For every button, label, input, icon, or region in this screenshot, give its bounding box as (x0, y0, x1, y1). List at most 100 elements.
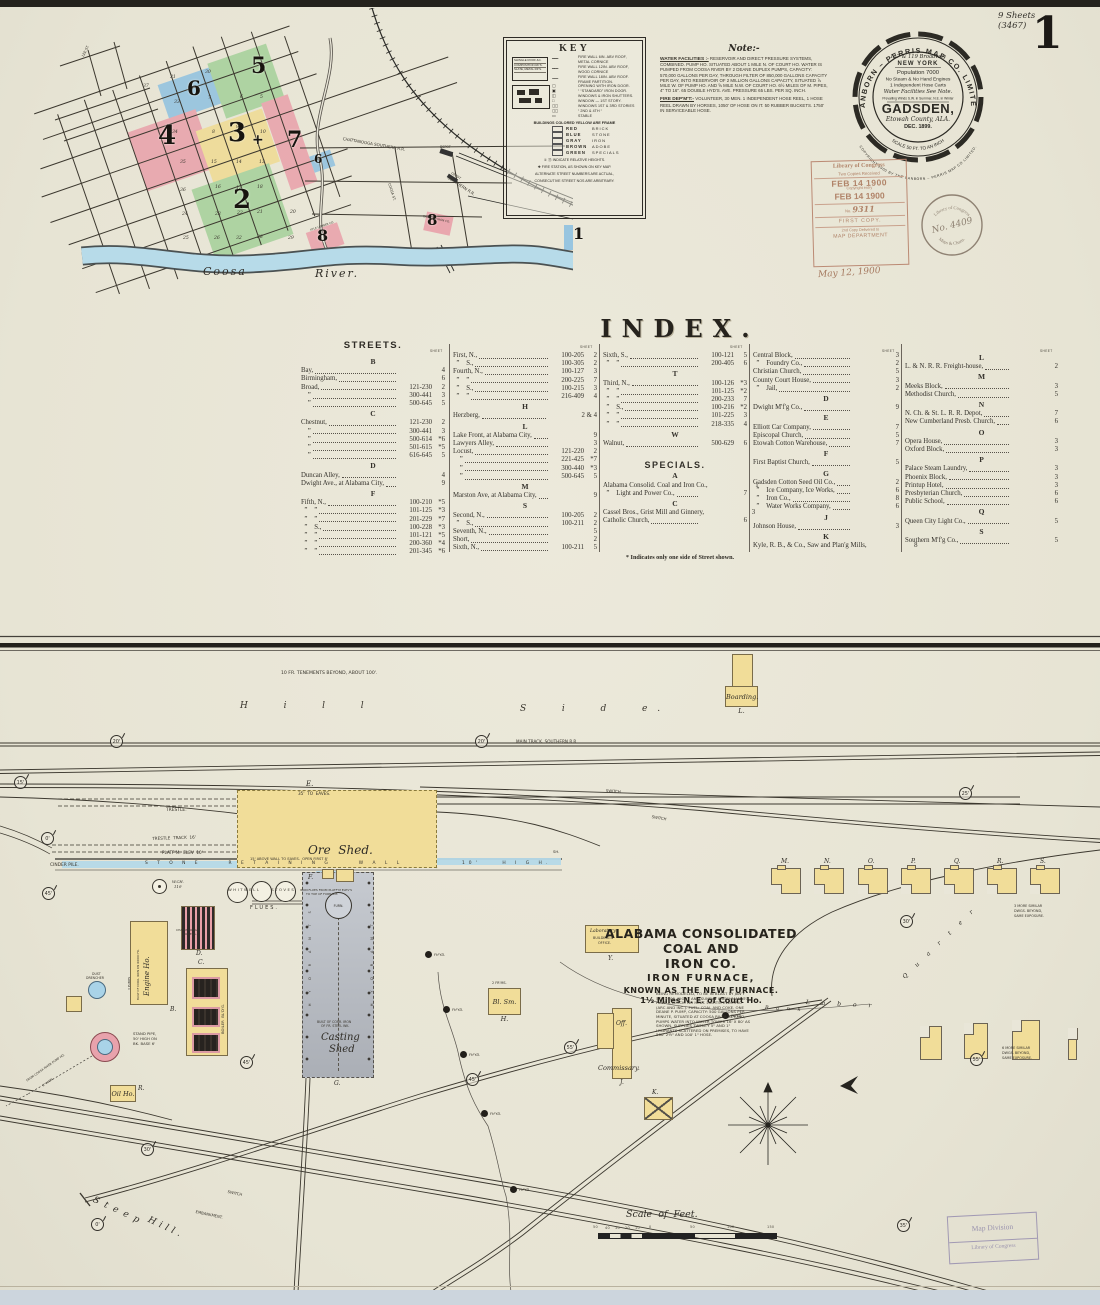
stamp-scale-text: SCALE 50 FT. TO AN INCH (891, 138, 945, 151)
stamp-date: DEC. 1899. (904, 124, 932, 130)
scale-tick: 30 (615, 1226, 620, 1230)
building (227, 882, 248, 903)
map-label: FLUES. (250, 905, 279, 911)
key-legend-row: ━━━ FIRE WALL 6IN. ABV ROOF, METAL CORNI… (552, 55, 627, 64)
map-division-stamp: Map Division Library of Congress (946, 1211, 1040, 1265)
block-number: 20 (290, 210, 296, 215)
map-label: R. (138, 1085, 145, 1092)
index-entry: C (370, 409, 376, 419)
index-entry: Short, 2 (453, 536, 597, 544)
library-line: Library of Congress (949, 1237, 1038, 1253)
block-number: 13 (259, 160, 265, 165)
index-entry: ” Light and Power Co., 7 (603, 489, 747, 497)
legend-symbol-icon: ▢ (552, 83, 556, 89)
building: Bl. Sm. H. (488, 988, 521, 1023)
index-entry: Palace Steam Laundry, 3 (905, 465, 1058, 473)
dwelling: P. (901, 858, 931, 894)
key-roof-swatches: SHINGLE ROOF &C.COMPOSITION RF'S.SLATE, … (512, 57, 548, 81)
index-entry: Printup Hotel, 3 (905, 481, 1058, 489)
stamp-winds: Prevailing Winds S.W. in Summer, N.E. in… (882, 97, 954, 101)
index-column-divider (749, 344, 750, 552)
map-label: H i l l (240, 701, 374, 711)
key-legend-row: ┅┅┅ FIRE WALL 18IN. ABV ROOF. FRAME PART… (552, 74, 629, 84)
index-entry: M (521, 482, 529, 492)
key-legend-row: ▭ STABLE (552, 112, 593, 118)
building (275, 881, 296, 902)
index-entry: W (671, 429, 679, 439)
map-label: PLATF'M. ELEV 10' (162, 850, 203, 855)
index-entry: ” Water Works Company, 6 (753, 503, 899, 511)
keymap-sheet-number: + (252, 132, 264, 148)
fire-hydrant: FH'YD. (460, 1051, 480, 1058)
fire-hydrant: FH'YD. (481, 1110, 501, 1117)
block-number: 16 (215, 185, 221, 190)
block-number: 24 (182, 212, 188, 217)
index-entry: S (979, 526, 984, 536)
stamp-town: GADSDEN, (882, 101, 955, 116)
block-number: 6 (240, 95, 243, 100)
block-number: 29 (288, 236, 294, 241)
block-number: 28 (257, 235, 263, 240)
building (90, 1032, 120, 1062)
block-number: 31 (170, 75, 176, 80)
sheets-count: 9 Sheets (998, 11, 1036, 21)
roof-swatch-label: SLATE, METAL RF'S. (514, 68, 546, 73)
map-label: 10' H I G H. (462, 861, 552, 866)
dwelling: O. (858, 858, 888, 894)
sheets-count-note: 9 Sheets (3467) (998, 11, 1035, 31)
keymap-label: DEPOT (440, 145, 451, 149)
map-label: 6 MORE SIMILAR (1002, 1046, 1031, 1050)
map-label: S i d e. (520, 704, 671, 714)
index-entry: County Court House, 3 (753, 376, 899, 384)
legend-symbol-icon: ━━━ (552, 56, 558, 62)
keymap-label: Coosa (203, 265, 247, 278)
legend-symbol-icon: □ (552, 98, 554, 104)
map-label: 50' HIGH ON (133, 1036, 157, 1041)
sheet-column-label: SHEET (730, 345, 743, 349)
height-marker: 20' (110, 735, 123, 748)
height-marker: 30' (900, 915, 913, 928)
keymap-sheet-number: 8 (317, 226, 329, 245)
stamp-county: Etowah County, ALA. (885, 116, 950, 123)
legend-symbol-icon: ◻◻ (552, 103, 558, 109)
block-number: 33 (174, 100, 180, 105)
index-entry: P (979, 455, 984, 465)
index-entry: Episcopal Church, 5 (753, 431, 899, 439)
key-mini-diagram (512, 85, 550, 109)
block-number: 22 (237, 211, 243, 216)
sheet-column-label: SHEET (882, 349, 895, 353)
map-label: F. (308, 874, 314, 881)
index-entry: Q (978, 507, 985, 517)
keymap-sheet-number: 8 (427, 211, 438, 229)
map-key: KEY SHINGLE ROOF &C.COMPOSITION RF'S.SLA… (503, 37, 646, 219)
index-entry: H (522, 402, 528, 412)
index-entry: C (672, 499, 678, 509)
block-number: 14 (236, 160, 242, 165)
index-title: INDEX. (600, 314, 760, 343)
map-label: 35' TO EAVES. (298, 791, 331, 796)
map-label: SAME EXPOSURE. (1002, 1056, 1033, 1060)
dwelling (1068, 1028, 1078, 1060)
fire-hydrant: FH'YD. (510, 1186, 530, 1193)
map-label: OFFICE. (598, 941, 612, 945)
plant-description: BEING REMODELED, TO BE IN BLAST BY JAN'Y… (656, 991, 751, 1038)
height-marker: 45' (42, 887, 55, 900)
index-entry: D (370, 461, 376, 471)
height-marker: 45' (466, 1073, 479, 1086)
fire-department-note: FIRE DEP'M'T:- VOLUNTEER, 30 MEN. 1 INDE… (660, 96, 825, 113)
key-color-row: BROWN ADOBE (552, 143, 639, 150)
map-label: C. (198, 959, 205, 966)
index-entry: D (823, 394, 829, 404)
index-entry: ” 221-425*7 (453, 456, 597, 464)
keymap-sheet-number: 5 (251, 53, 267, 79)
building (322, 869, 334, 879)
index-entry: M (977, 372, 986, 382)
hydrant-dot-icon (460, 1051, 467, 1058)
plant-title-line-2: IRON CO. (665, 956, 737, 971)
building (237, 790, 437, 868)
